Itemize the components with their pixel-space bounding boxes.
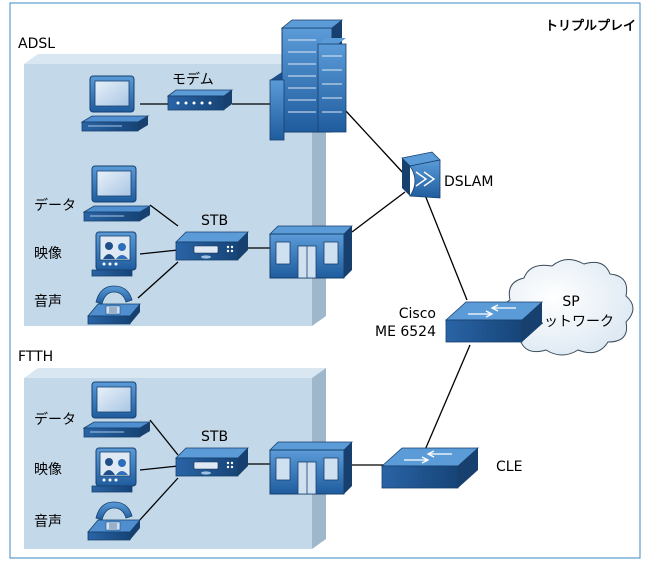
diagram-frame bbox=[9, 2, 641, 559]
adsl-video-label: 映像 bbox=[34, 246, 62, 262]
switch-label-line2: ME 6524 bbox=[375, 324, 436, 340]
modem-icon bbox=[166, 89, 234, 111]
ftth-voice-label: 音声 bbox=[34, 513, 62, 530]
cle-switch-icon bbox=[381, 447, 479, 489]
adsl-stb-icon bbox=[175, 231, 249, 261]
office-building-icon bbox=[269, 19, 347, 141]
modem-label: モデム bbox=[172, 71, 214, 88]
dslam-label: DSLAM bbox=[444, 174, 493, 190]
adsl-house-icon bbox=[269, 225, 353, 279]
sp-network-label-line2: ネットワーク bbox=[530, 314, 614, 330]
ftth-panel: FTTH bbox=[18, 349, 326, 549]
adsl-data-label: データ bbox=[34, 197, 76, 214]
cle-label: CLE bbox=[496, 459, 522, 475]
ftth-stb-icon bbox=[175, 447, 249, 477]
diagram-title: トリプルプレイ bbox=[545, 19, 636, 34]
sp-network-label-line1: SP bbox=[562, 294, 579, 310]
adsl-voice-label: 音声 bbox=[34, 293, 62, 310]
ftth-house-icon bbox=[269, 441, 353, 495]
ftth-panel-label: FTTH bbox=[18, 349, 53, 365]
connection-lines bbox=[137, 103, 471, 523]
adsl-panel-label: ADSL bbox=[18, 36, 55, 52]
adsl-video-tv-icon bbox=[91, 231, 137, 277]
dslam-icon bbox=[401, 151, 441, 199]
ftth-video-label: 映像 bbox=[34, 462, 62, 478]
ftth-video-tv-icon bbox=[91, 447, 137, 493]
ftth-stb-label: STB bbox=[201, 429, 228, 445]
cisco-me6524-switch-icon bbox=[445, 301, 543, 343]
ftth-data-label: データ bbox=[34, 411, 76, 428]
adsl-stb-label: STB bbox=[201, 213, 228, 229]
switch-label-line1: Cisco bbox=[399, 306, 436, 322]
